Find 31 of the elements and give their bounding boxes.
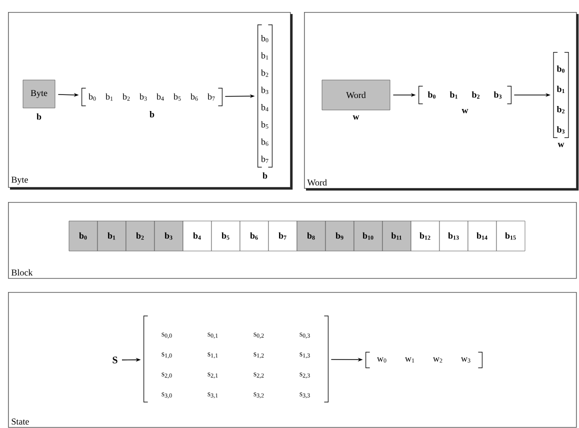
variable-label: b [36,113,42,120]
byte-cell: b$_{6}$ [240,220,269,252]
byte-cell: b$_{10}$ [354,220,383,252]
byte-cell: b$_{13}$ [439,220,468,252]
byte-cell: b$_{5}$ [211,220,240,252]
row-vector: b$_{0}$ b$_{1}$ b$_{2}$ b$_{3}$ b$_{4}$ b$_{5}$ b$_{6}$ b$_{7}$ [82,88,222,106]
byte-cell: b$_{8}$ [296,220,326,252]
byte-cell: b$_{7}$ [268,220,298,252]
variable-label: b [262,172,268,179]
byte-cell: b$_{12}$ [410,220,440,252]
row-vector: b$_{0}$ b$_{1}$ b$_{2}$ b$_{3}$ [418,86,512,104]
byte-cell: b$_{4}$ [182,220,212,252]
byte-cell: b$_{3}$ [154,220,184,252]
row-vector: w$_{0}$ w$_{1}$ w$_{2}$ w$_{3}$ [366,352,482,368]
column-vector: b$_{0}$ b$_{1}$ b$_{2}$ b$_{3}$ b$_{4}$ b$_{5}$ b$_{6}$ b$_{7}$ [258,24,272,168]
byte-cell: b$_{11}$ [382,220,412,252]
variable-label: w [558,142,564,148]
variable-label: S [112,356,118,364]
byte-cell: b$_{0}$ [68,220,98,252]
byte-cell: b$_{1}$ [97,220,126,252]
variable-label: w [462,109,468,114]
labeled-box: Word [322,80,390,110]
variable-label: w [352,115,360,120]
byte-cell: b$_{9}$ [325,220,354,252]
state-matrix: s$_{0,0}$ s$_{0,1}$ s$_{0,2}$ s$_{0,3}$ s$_{1,0}$ s$_{1,1}$ s$_{1,2}$ s$_{1,3}$ s$_{2,0}$ s$_{2,1}$ s$_{2,2}$ s$_{2,3}$ s$_{3,0}$ s$_{3,1}$ s$_{3,2}$ s$_{3,3}$ [144,316,328,402]
labeled-box: Byte [22,80,56,108]
variable-label: b [150,111,154,118]
byte-cell: b$_{2}$ [126,220,155,252]
byte-cell: b$_{15}$ [496,220,526,252]
byte-cell: b$_{14}$ [468,220,497,252]
column-vector: b$_{0}$ b$_{1}$ b$_{2}$ b$_{3}$ [553,52,569,138]
